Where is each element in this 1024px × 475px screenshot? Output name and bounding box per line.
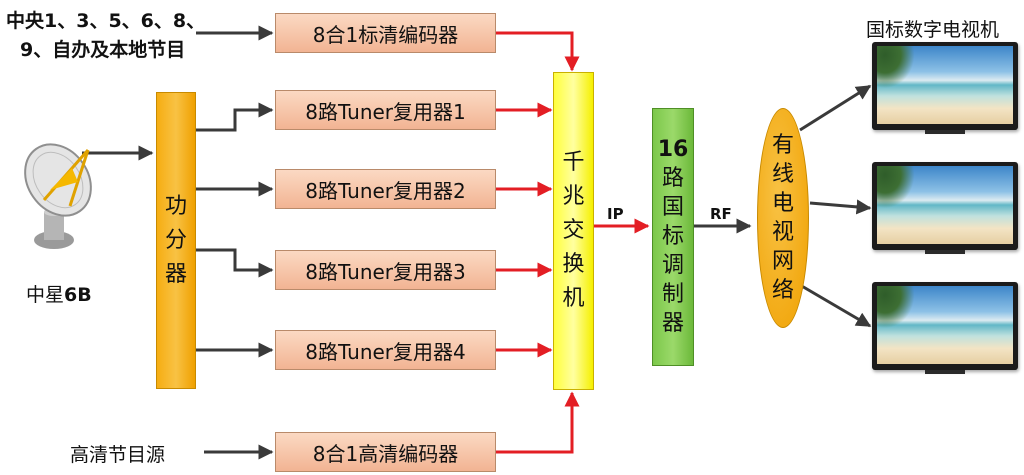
sd-encoder-box: 8合1标清编码器 bbox=[275, 13, 496, 53]
tv-output-title: 国标数字电视机 bbox=[866, 19, 1000, 41]
hd-source-label: 高清节目源 bbox=[70, 444, 166, 466]
satellite-label-prefix: 中星 bbox=[26, 284, 65, 306]
modulator-channel-count: 16 bbox=[657, 137, 689, 162]
modulator-label: 路 国 标 调 制 器 bbox=[661, 166, 684, 336]
arrow-network-to-tv1 bbox=[799, 84, 872, 132]
arrow-splitter-to-tuner1 bbox=[196, 102, 274, 132]
arrow-splitter-to-tuner3 bbox=[196, 248, 274, 278]
satellite-dish-icon bbox=[24, 143, 92, 249]
ip-link-label: IP bbox=[607, 205, 624, 223]
tv-set-1 bbox=[872, 42, 1018, 134]
arrow-network-to-tv2 bbox=[809, 199, 872, 215]
satellite-label-model: 6B bbox=[64, 284, 92, 306]
tuner-mux-3-box: 8路Tuner复用器3 bbox=[275, 250, 496, 290]
tuner-mux-2-box: 8路Tuner复用器2 bbox=[275, 169, 496, 209]
arrow-hd-encoder-to-switch bbox=[496, 391, 580, 454]
modulator-box: 16 路 国 标 调 制 器 bbox=[652, 108, 694, 366]
arrow-sd-encoder-to-switch bbox=[496, 31, 580, 72]
tv-set-3 bbox=[872, 282, 1018, 374]
channels-label-line1: 中央1、3、5、6、8、 bbox=[6, 10, 206, 32]
tuner-mux-4-box: 8路Tuner复用器4 bbox=[275, 330, 496, 370]
tv-screen-2 bbox=[877, 166, 1013, 244]
tv-screen-3 bbox=[877, 286, 1013, 364]
cable-network-node: 有 线 电 视 网 络 bbox=[757, 108, 809, 328]
rf-link-label: RF bbox=[710, 205, 732, 223]
gigabit-switch-box: 千 兆 交 换 机 bbox=[553, 72, 594, 390]
channels-label-line2: 9、自办及本地节目 bbox=[20, 39, 186, 61]
tuner-mux-1-box: 8路Tuner复用器1 bbox=[275, 90, 496, 130]
satellite-label: 中星6B bbox=[26, 280, 92, 307]
hd-encoder-box: 8合1高清编码器 bbox=[275, 432, 496, 472]
tv-set-2 bbox=[872, 162, 1018, 254]
tv-screen-1 bbox=[877, 46, 1013, 124]
splitter-box: 功 分 器 bbox=[156, 92, 196, 389]
arrow-network-to-tv3 bbox=[799, 283, 872, 328]
